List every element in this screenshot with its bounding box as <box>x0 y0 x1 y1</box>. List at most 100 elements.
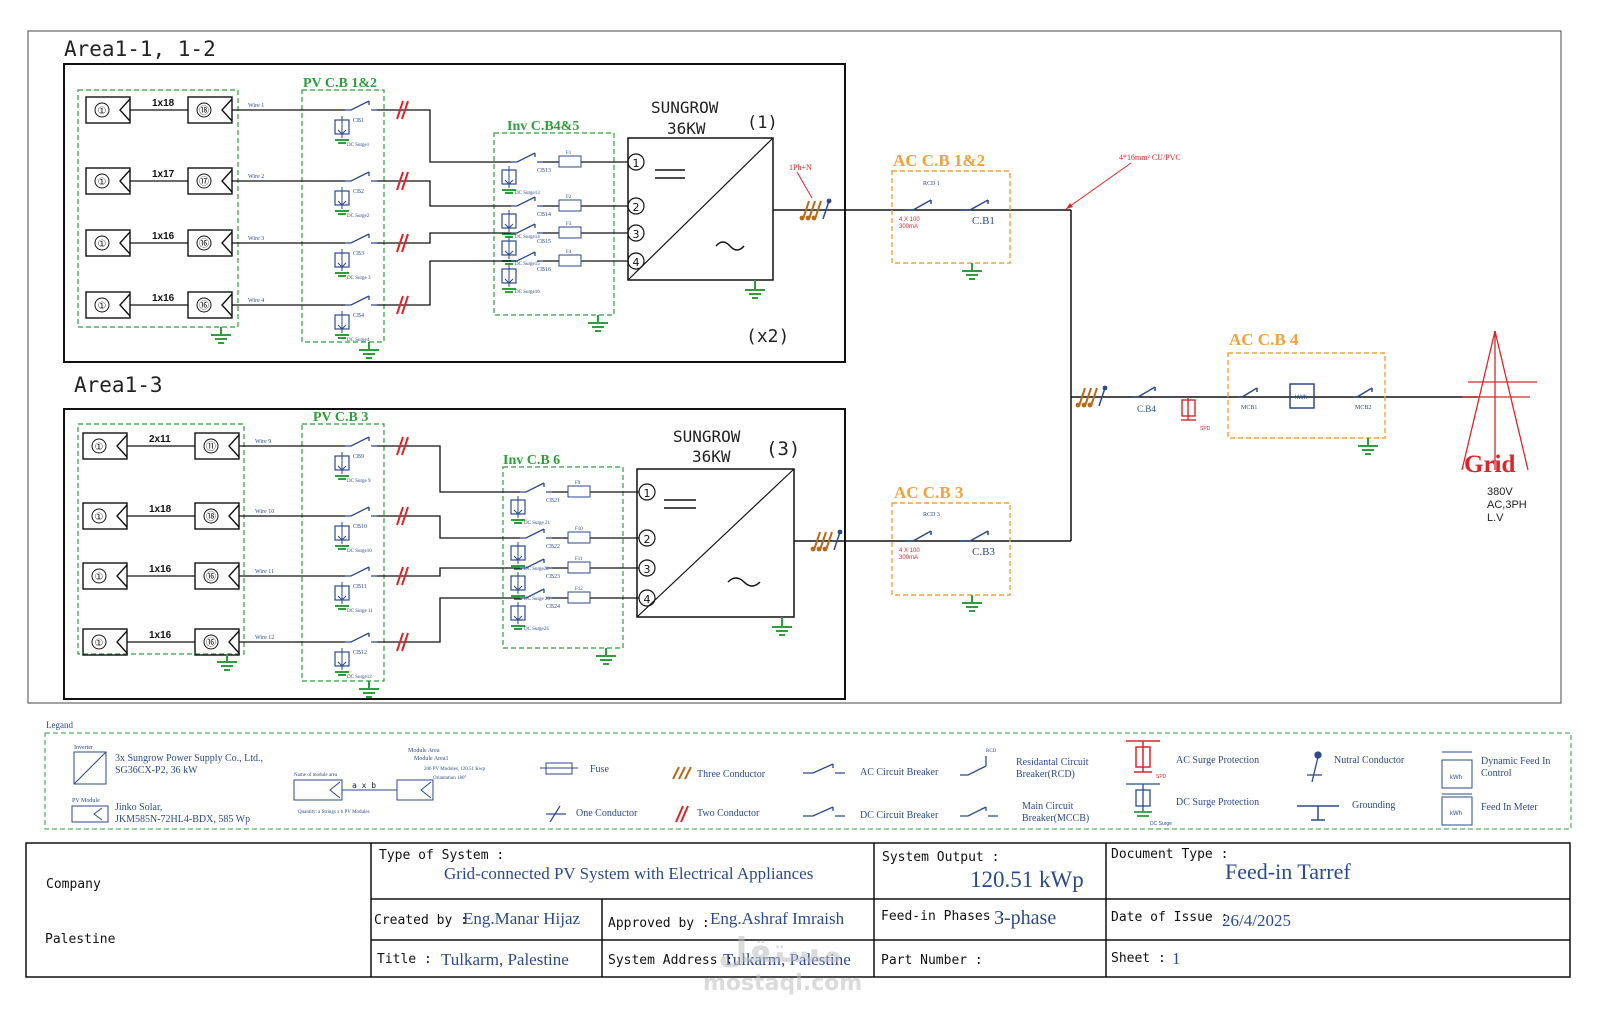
mcb2-label: MCB2 <box>1355 405 1371 411</box>
pv-module-end-number: ⑯ <box>199 300 209 312</box>
inv-fuse-label: F4 <box>566 250 572 255</box>
created-value: Eng.Manar Hijaz <box>463 909 581 928</box>
rcd-3-label: RCD 3 <box>923 512 940 518</box>
string-quantity: 1x16 <box>152 231 175 242</box>
two-conductor-mark <box>396 233 409 253</box>
inv-surge-arrow <box>504 237 514 259</box>
inv-cb-label: CB23 <box>546 574 560 580</box>
pv-dc-breaker <box>345 295 377 306</box>
ground-accb3 <box>962 595 982 612</box>
legend-pv-text1: Jinko Solar, <box>115 802 162 813</box>
legend-name-of-area: Name of module area <box>294 773 338 778</box>
pv-cb-label: CB2 <box>353 189 364 195</box>
pv-module-end-chevron <box>221 169 233 193</box>
pvcb3-box <box>301 423 385 682</box>
rcd-3-trip: 300mA <box>899 555 918 561</box>
inv-surge-ground <box>511 519 525 524</box>
inv-dc-breaker <box>511 251 543 262</box>
legend-rcd2: Breaker(RCD) <box>1016 769 1075 780</box>
pv-surge-ground <box>335 605 349 610</box>
inv-fuse-label: F1 <box>566 151 572 156</box>
inverter-1-brand: SUNGROW <box>651 98 719 117</box>
conductor-dot <box>1081 402 1087 408</box>
wire-label: Wire 4 <box>248 298 264 304</box>
pv-surge-label: DC Surge10 <box>347 549 372 554</box>
inv-surge-ground <box>511 565 525 570</box>
pv-module-end-badge <box>196 235 212 251</box>
output-label: System Output : <box>882 850 999 865</box>
pv-cb-label: CB12 <box>353 650 367 656</box>
pv-dc-breaker <box>345 632 377 643</box>
grid-label: Grid <box>1464 451 1515 478</box>
pv-module-end-number: ⑰ <box>199 176 209 188</box>
kwh-meter <box>1289 383 1315 409</box>
conductor-stroke <box>819 531 827 551</box>
inv-dc-breaker <box>511 196 543 207</box>
string-feeder <box>377 515 520 539</box>
pv-dc-breaker <box>345 233 377 244</box>
pv-module-end <box>187 96 233 124</box>
invcb6-label: Inv C.B 6 <box>503 453 560 468</box>
conductor-dot <box>805 215 811 221</box>
accb3-label: AC C.B 3 <box>894 483 963 502</box>
ground-pvcb12 <box>359 342 379 359</box>
address-value: Tulkarm, Palestine <box>723 950 851 969</box>
neutral-dot <box>1102 385 1108 391</box>
area12-multiplier: (x2) <box>746 326 789 347</box>
string-feeder <box>377 567 520 577</box>
pv-dc-breaker <box>345 506 377 517</box>
inverter-3: SUNGROW 36KW (3) <box>636 427 800 618</box>
legend-one-cond: One Conductor <box>576 808 638 819</box>
grid-spec-voltage: 380V <box>1487 486 1513 498</box>
pv-cb-label: CB10 <box>353 524 367 530</box>
conductor-dot <box>799 215 805 221</box>
inverter-port <box>638 483 656 501</box>
inverter-port-number: 3 <box>633 228 640 241</box>
pv-dc-breaker <box>345 171 377 182</box>
inv-dc-breaker <box>511 152 543 163</box>
inv-surge-arrow <box>513 572 523 594</box>
legend-ac-surge: AC Surge Protection <box>1176 755 1259 766</box>
conductor-stroke <box>825 531 833 551</box>
legend-meter-icon <box>1441 793 1473 826</box>
string-feeder <box>377 180 511 207</box>
inverter-port <box>638 589 656 607</box>
inv-surge-label: DC Surge16 <box>515 290 540 295</box>
legend-inverter-tag: Inverter <box>74 745 93 751</box>
pv-surge-ground <box>335 475 349 480</box>
inv-fuse-label: F2 <box>566 195 572 200</box>
phase-note: 1Ph+N <box>789 163 812 172</box>
pv-dc-breaker <box>345 436 377 447</box>
pv-module-end-badge <box>196 173 212 189</box>
inv-surge-arrow <box>513 602 523 624</box>
pv-module-end-chevron <box>221 231 233 255</box>
inv-fuse-label: F12 <box>575 587 583 592</box>
neutral-stroke <box>833 531 841 551</box>
inverter-port <box>638 529 656 547</box>
pvcb12-label: PV C.B 1&2 <box>303 76 377 91</box>
conductor-stroke <box>1078 387 1086 407</box>
conductor-stroke <box>1084 387 1092 407</box>
string-quantity: 1x16 <box>149 630 172 641</box>
rcd-3-rating: 4 X 100 <box>899 548 920 554</box>
phases-label: Feed-in Phases : <box>881 909 1006 924</box>
three-conductor-inverter-3 <box>810 529 843 552</box>
inv-surge-label: DC Surge 23 <box>524 597 551 602</box>
company-value: Palestine <box>45 932 116 947</box>
inverter-3-index: (3) <box>766 438 800 460</box>
accb12-box <box>891 170 1011 264</box>
inv-fuse <box>567 591 591 604</box>
pv-module-start-chevron <box>119 169 131 193</box>
wire-label: Wire 11 <box>255 569 274 575</box>
rcd-1 <box>905 199 989 211</box>
output-value: 120.51 kWp <box>970 867 1084 892</box>
ground-invcb45 <box>588 315 608 332</box>
rcd-1-rating: 4 X 100 <box>899 217 920 223</box>
pv-module-end-badge <box>203 568 219 584</box>
pv-module-end-chevron <box>221 293 233 317</box>
accb4-box <box>1227 352 1386 439</box>
inv-surge-ground <box>502 288 516 293</box>
inverter-port-number: 1 <box>633 157 640 170</box>
